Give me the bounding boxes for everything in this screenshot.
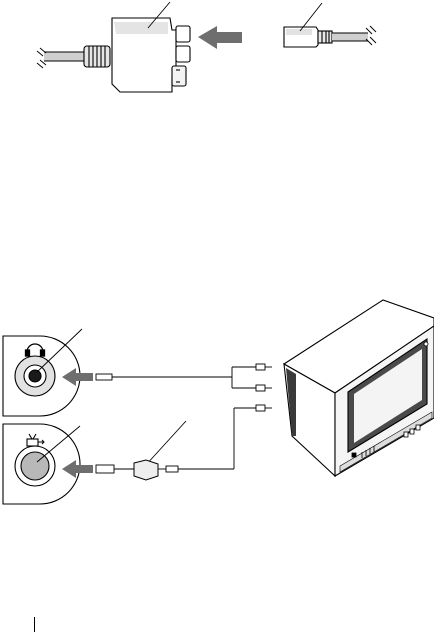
video-cable — [95, 404, 272, 481]
adapter-port-top — [175, 25, 191, 43]
headphone-insert-arrow — [62, 368, 93, 386]
tv-out-jack-panel — [2, 423, 81, 505]
tv-side-shade — [286, 368, 296, 436]
right-plug — [283, 2, 333, 48]
insert-arrow — [198, 26, 242, 49]
adapter-port-bottom — [171, 65, 187, 87]
tv-out-icon — [26, 433, 45, 447]
splitter-adapter — [133, 459, 159, 481]
rca-plug-audio-2 — [255, 384, 266, 392]
rca-plug-video — [165, 465, 179, 473]
left-plug — [83, 45, 111, 68]
headphone-callout-line — [36, 328, 83, 373]
left-cable — [36, 47, 86, 69]
audio-plug — [95, 373, 113, 381]
page-margin-rule — [34, 617, 35, 632]
adapter-callout-line — [147, 1, 171, 29]
plug-callout-line — [299, 2, 323, 32]
rca-plug-video-end — [255, 404, 266, 412]
svideo-plug — [95, 464, 115, 474]
headphone-icon — [24, 343, 46, 357]
headphone-jack-panel — [2, 328, 83, 417]
adapter-port-middle — [175, 45, 191, 63]
adapter-body — [111, 1, 191, 93]
tv-connection-figure — [2, 299, 434, 505]
television — [282, 299, 434, 478]
rca-plug-audio-1 — [255, 363, 266, 371]
audio-cable — [95, 363, 272, 392]
adapter-callout-line-2 — [144, 420, 187, 467]
adapter-figure — [36, 1, 377, 93]
headphone-jack — [28, 369, 42, 383]
tv-out-jack — [20, 451, 50, 481]
right-cable — [332, 25, 377, 46]
tv-out-insert-arrow — [62, 460, 93, 478]
tv-out-callout-line — [36, 425, 81, 463]
tv-controls — [351, 341, 429, 458]
